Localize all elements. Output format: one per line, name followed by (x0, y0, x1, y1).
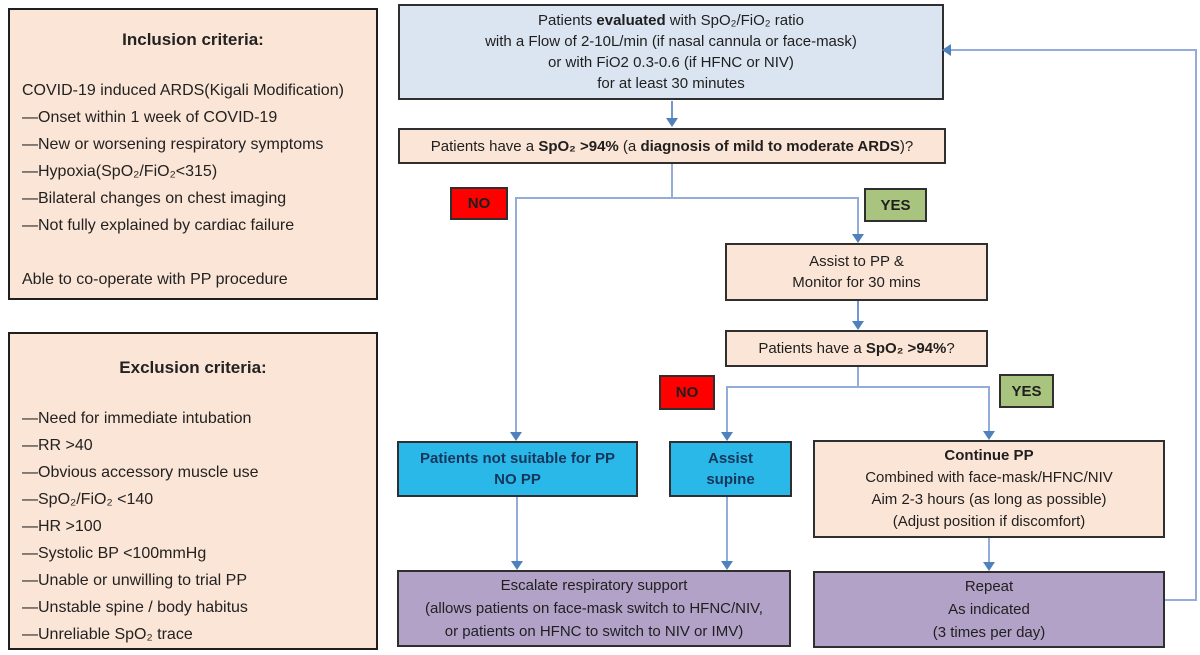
connector-assist-to-q2 (857, 301, 859, 322)
feedback-loop-bottom (1165, 599, 1197, 601)
criteria-line: —RR >40 (22, 437, 93, 454)
decision-1-box: Patients have a SpO₂ >94% (a diagnosis o… (398, 128, 946, 164)
decision-2-text: Patients have a SpO₂ >94%? (758, 340, 955, 357)
no-label-2: NO (659, 375, 715, 410)
connector-q1-stem (671, 164, 673, 199)
exclusion-title: Exclusion criteria: (119, 358, 267, 377)
criteria-line: —Need for immediate intubation (22, 410, 252, 427)
criteria-line: —Hypoxia(SpO₂/FiO₂<315) (22, 163, 218, 180)
arrowhead-eval-to-q1 (666, 118, 678, 127)
escalate-box: Escalate respiratory support (allows pat… (397, 570, 791, 647)
criteria-line: —New or worsening respiratory symptoms (22, 136, 324, 153)
assist-supine-box: Assist supine (669, 441, 792, 497)
connector-q2-no-drop (726, 386, 728, 433)
connector-q2-yes-drop (988, 386, 990, 432)
criteria-line: COVID-19 induced ARDS(Kigali Modificatio… (22, 82, 344, 99)
evaluation-box: Patients evaluated with SpO₂/FiO₂ ratio … (398, 4, 944, 100)
yes-label-1: YES (864, 188, 927, 222)
yes-label-2: YES (999, 374, 1054, 408)
connector-q2-branch (726, 386, 989, 388)
evaluation-line-3: or with FiO2 0.3-0.6 (if HFNC or NIV) (548, 54, 794, 71)
criteria-line: —HR >100 (22, 518, 102, 535)
criteria-line: —Onset within 1 week of COVID-19 (22, 109, 278, 126)
arrowhead-to-continue-pp (983, 431, 995, 440)
connector-q1-branch (515, 197, 859, 199)
feedback-loop-vertical (1195, 49, 1197, 601)
arrowhead-continue-to-repeat (983, 562, 995, 571)
criteria-line: —Not fully explained by cardiac failure (22, 217, 295, 234)
inclusion-criteria-box: Inclusion criteria: COVID-19 induced ARD… (8, 8, 378, 300)
repeat-box: Repeat As indicated (3 times per day) (813, 571, 1165, 648)
arrowhead-assist-to-q2 (852, 321, 864, 330)
arrowhead-to-not-suitable (510, 432, 522, 441)
connector-supine-to-escalate (726, 497, 728, 562)
evaluation-line-2: with a Flow of 2-10L/min (if nasal cannu… (485, 33, 857, 50)
feedback-loop-top (951, 49, 1197, 51)
criteria-line: —Bilateral changes on chest imaging (22, 190, 287, 207)
criteria-line: —Unreliable SpO₂ trace (22, 626, 193, 643)
decision-1-text: Patients have a SpO₂ >94% (a diagnosis o… (430, 137, 914, 155)
criteria-line: —Unable or unwilling to trial PP (22, 572, 247, 589)
criteria-line: Able to co-operate with PP procedure (22, 271, 288, 288)
continue-pp-box: Continue PP Combined with face-mask/HFNC… (813, 440, 1165, 538)
assist-pp-box: Assist to PP & Monitor for 30 mins (725, 243, 988, 301)
connector-q2-stem (857, 367, 859, 388)
connector-continue-to-repeat (988, 538, 990, 564)
exclusion-criteria-box: Exclusion criteria: —Need for immediate … (8, 332, 378, 650)
arrowhead-notsuitable-to-escalate (511, 561, 523, 570)
evaluation-line-1: Patients evaluated with SpO₂/FiO₂ ratio (538, 12, 804, 29)
connector-eval-to-q1 (671, 101, 673, 120)
arrowhead-supine-to-escalate (721, 561, 733, 570)
connector-q1-no-drop (515, 197, 517, 433)
arrowhead-to-assist-pp (852, 234, 864, 243)
arrowhead-to-assist-supine (721, 432, 733, 441)
criteria-line: —Systolic BP <100mmHg (22, 545, 207, 562)
connector-notsuitable-to-escalate (516, 497, 518, 562)
connector-q1-yes-drop (857, 197, 859, 235)
criteria-line: —SpO₂/FiO₂ <140 (22, 491, 154, 508)
inclusion-title: Inclusion criteria: (122, 30, 264, 49)
not-suitable-box: Patients not suitable for PP NO PP (397, 441, 638, 497)
criteria-line: —Unstable spine / body habitus (22, 599, 248, 616)
evaluation-line-4: for at least 30 minutes (597, 75, 745, 92)
criteria-line: —Obvious accessory muscle use (22, 464, 259, 481)
decision-2-box: Patients have a SpO₂ >94%? (725, 330, 988, 367)
arrowhead-loop-to-eval (942, 44, 951, 56)
no-label-1: NO (450, 187, 508, 220)
